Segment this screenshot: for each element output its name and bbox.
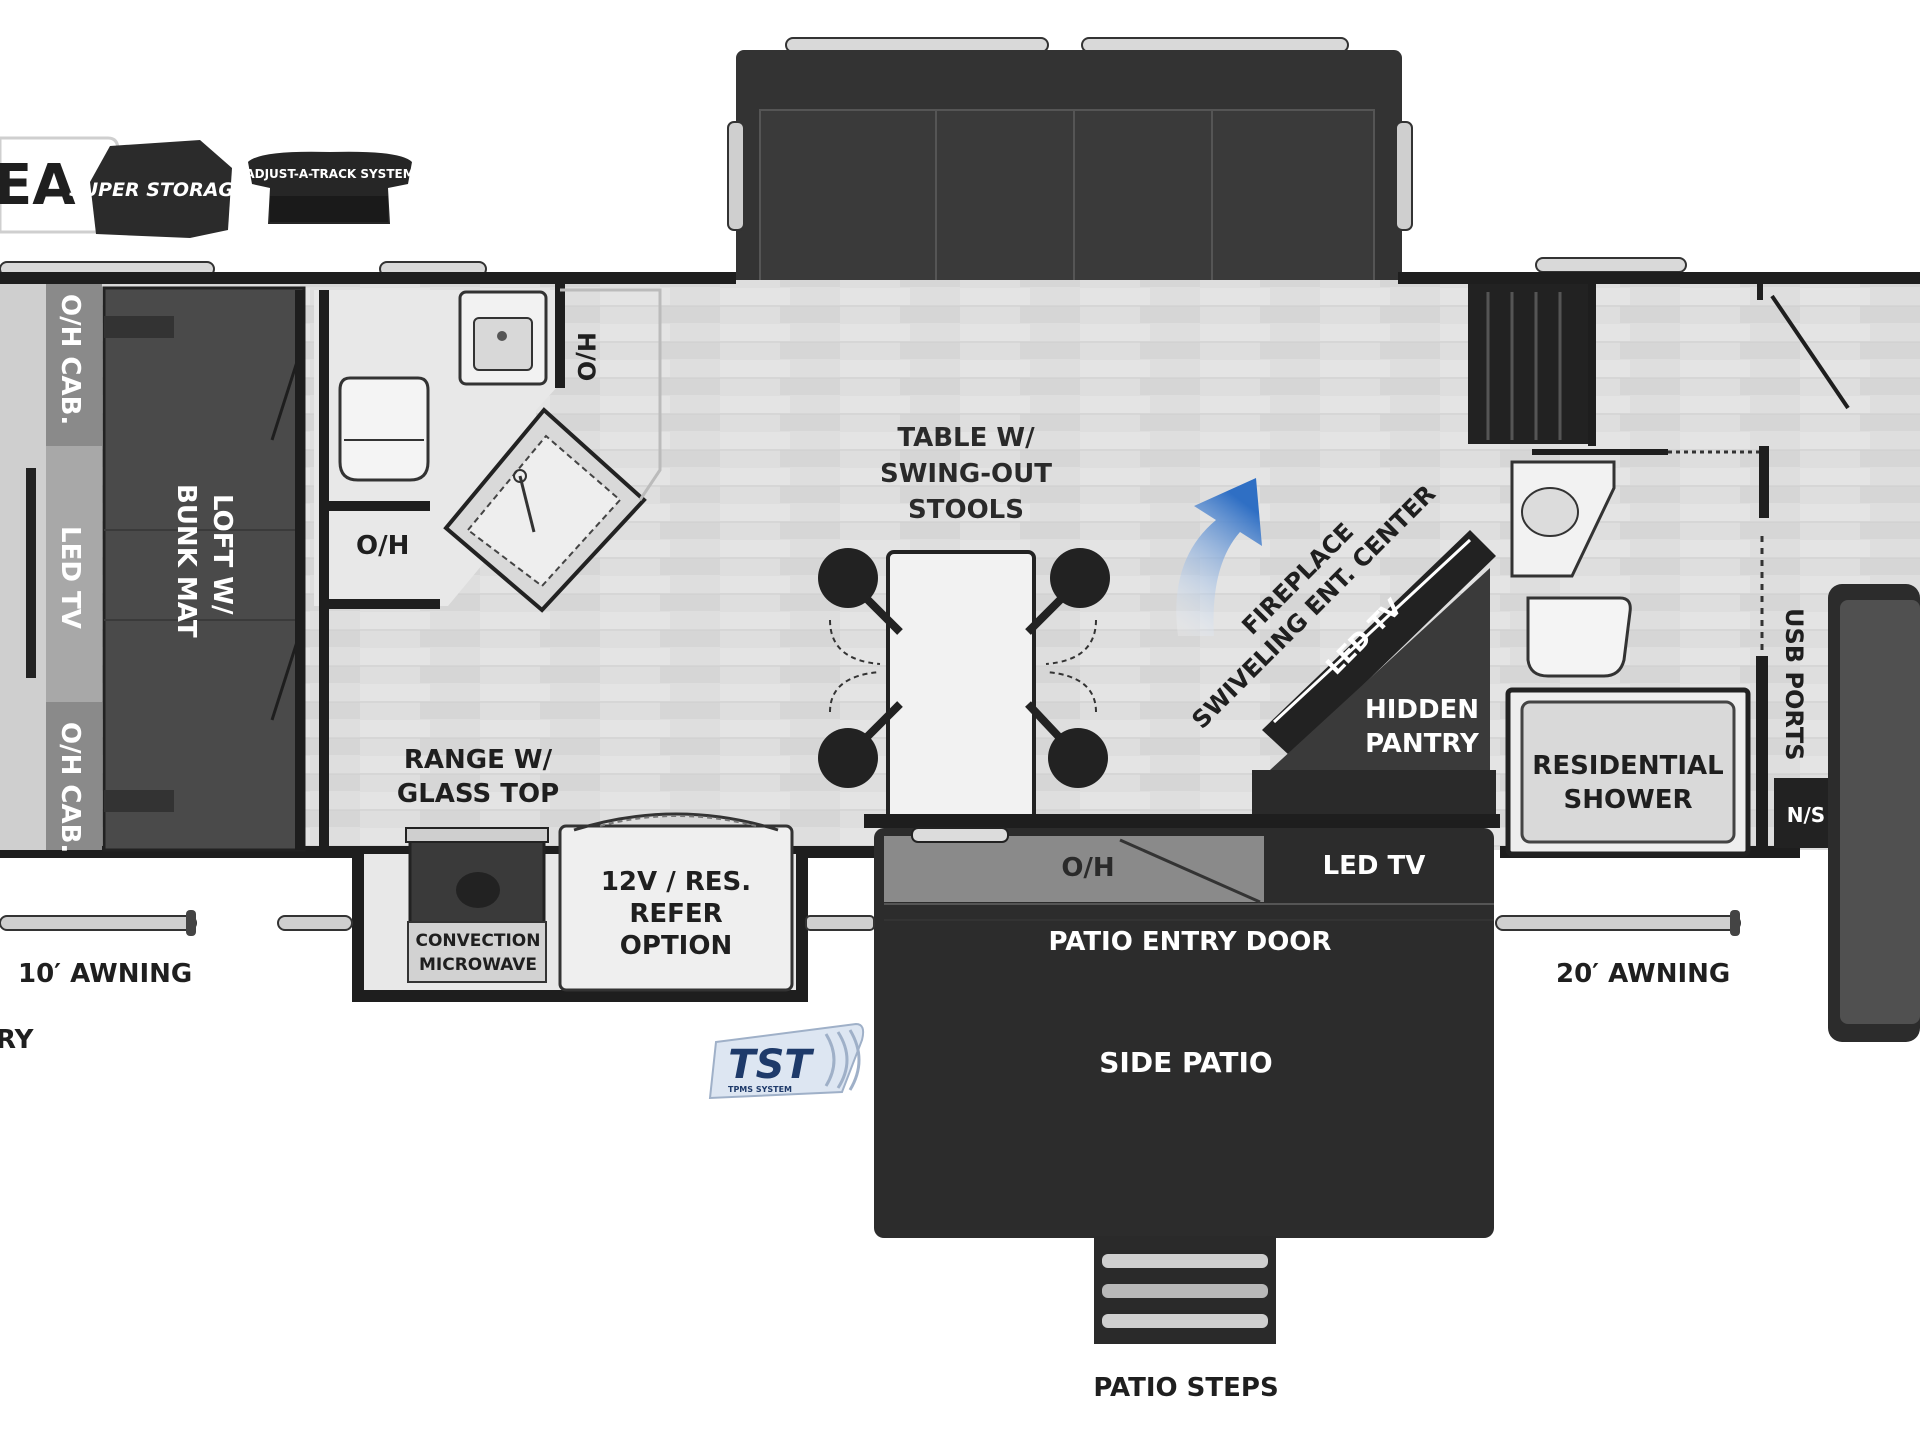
- table-label-line1: TABLE W/: [897, 423, 1035, 453]
- tst-logo: TST TPMS SYSTEM: [708, 1022, 865, 1100]
- range-label-line2: GLASS TOP: [397, 779, 559, 809]
- range-label-line1: RANGE W/: [404, 745, 553, 775]
- bath-toilet: [338, 376, 430, 482]
- table-label-line3: STOOLS: [908, 495, 1024, 525]
- convection-label-line2: MICROWAVE: [419, 955, 537, 975]
- oh-cab-bottom-label: O/H CAB.: [55, 722, 85, 853]
- awning-right: [1495, 910, 1741, 936]
- hidden-pantry-line1: HIDDEN: [1365, 695, 1479, 725]
- ns-label: N/S: [1787, 803, 1825, 827]
- patio-steps: [1094, 1236, 1276, 1344]
- oh-bath-label: O/H: [356, 531, 409, 561]
- awning-center: [277, 915, 875, 931]
- table-label-line2: SWING-OUT: [880, 459, 1052, 489]
- convection-label-line1: CONVECTION: [415, 931, 540, 951]
- residential-shower-line2: SHOWER: [1563, 785, 1692, 815]
- adjust-a-track-logo: ADJUST-A-TRACK SYSTEM: [245, 151, 415, 224]
- refer-label-line3: OPTION: [620, 931, 732, 961]
- logo-text: SUPER STORAGE: [69, 179, 247, 201]
- residential-shower-line1: RESIDENTIAL: [1532, 751, 1723, 781]
- super-storage-logo: SUPER STORAGE: [69, 140, 247, 238]
- model-name-fragment: EA: [0, 153, 76, 218]
- patio-entry-door-label: PATIO ENTRY DOOR: [1049, 927, 1332, 957]
- awning-left: [0, 910, 197, 936]
- logo-text: ADJUST-A-TRACK SYSTEM: [245, 167, 414, 181]
- oh-cab-top-label: O/H CAB.: [55, 294, 85, 425]
- left-cut-label: RY: [0, 1025, 35, 1055]
- sofa-slideout: [727, 37, 1413, 327]
- refrigerator: [558, 824, 794, 992]
- awning-10-label: 10′ AWNING: [18, 959, 192, 989]
- rear-toilet: [1526, 596, 1632, 678]
- entertainment-center: [1252, 530, 1496, 816]
- usb-ports-label: USB PORTS: [1780, 608, 1808, 760]
- kitchen-slideout: [352, 812, 808, 1002]
- front-bunk-area: [0, 284, 306, 852]
- front-bathroom: [314, 284, 662, 850]
- side-patio-label: SIDE PATIO: [1099, 1046, 1272, 1079]
- convection-microwave: [407, 921, 547, 983]
- logo-text: TST: [728, 1042, 814, 1088]
- ho-label: H/O: [572, 332, 600, 381]
- logo-text: TPMS SYSTEM: [728, 1085, 792, 1094]
- rear-bath-area: [1468, 284, 1920, 1042]
- awning-20-label: 20′ AWNING: [1556, 959, 1730, 989]
- loft-label-line1: LOFT W/: [207, 494, 237, 615]
- led-tv-front-label: LED TV: [55, 526, 85, 629]
- dinette-table: [818, 548, 1110, 826]
- loft-label-line2: BUNK MAT: [171, 484, 201, 638]
- refer-label-line2: REFER: [629, 899, 722, 929]
- refer-label-line1: 12V / RES.: [601, 867, 751, 897]
- loft-bunk: [102, 286, 306, 852]
- model-badge: EA: [0, 136, 120, 234]
- side-patio: [864, 814, 1500, 1238]
- patio-steps-label: PATIO STEPS: [1093, 1373, 1278, 1403]
- led-tv-patio-label: LED TV: [1323, 851, 1426, 881]
- swivel-arrow-icon: [1176, 478, 1262, 636]
- hidden-pantry-line2: PANTRY: [1365, 729, 1480, 759]
- oh-patio-label: O/H: [1061, 853, 1114, 883]
